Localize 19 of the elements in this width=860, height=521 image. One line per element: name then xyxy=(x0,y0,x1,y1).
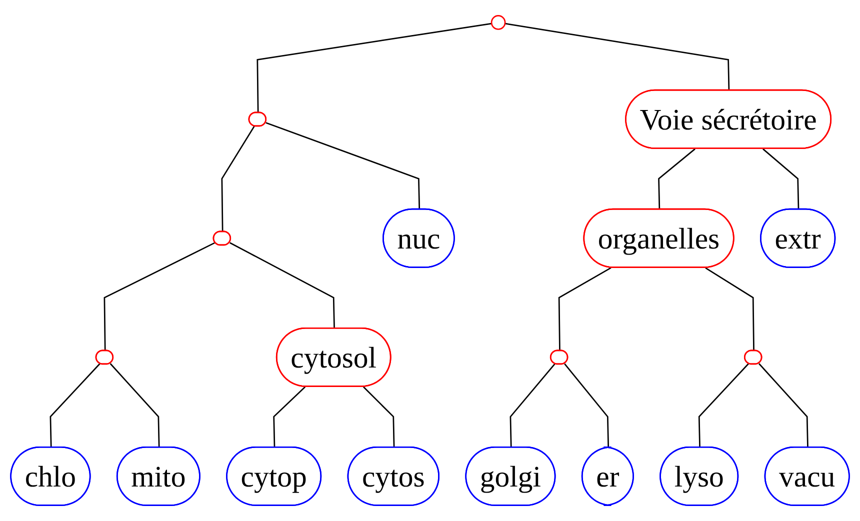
connector xyxy=(266,122,420,210)
connector xyxy=(230,242,335,329)
connector xyxy=(758,363,808,448)
connector xyxy=(558,267,612,352)
connector xyxy=(50,363,100,448)
connector xyxy=(104,242,216,352)
connector xyxy=(698,363,750,448)
connector xyxy=(110,363,160,448)
connector xyxy=(256,22,492,114)
connector xyxy=(221,126,255,232)
connector xyxy=(273,386,306,448)
connector xyxy=(504,22,730,91)
connector xyxy=(362,386,395,448)
connector xyxy=(658,148,696,210)
connector xyxy=(564,363,610,448)
connector xyxy=(510,363,556,448)
connector xyxy=(705,267,754,352)
node-circle xyxy=(490,15,506,30)
connector xyxy=(762,148,800,210)
